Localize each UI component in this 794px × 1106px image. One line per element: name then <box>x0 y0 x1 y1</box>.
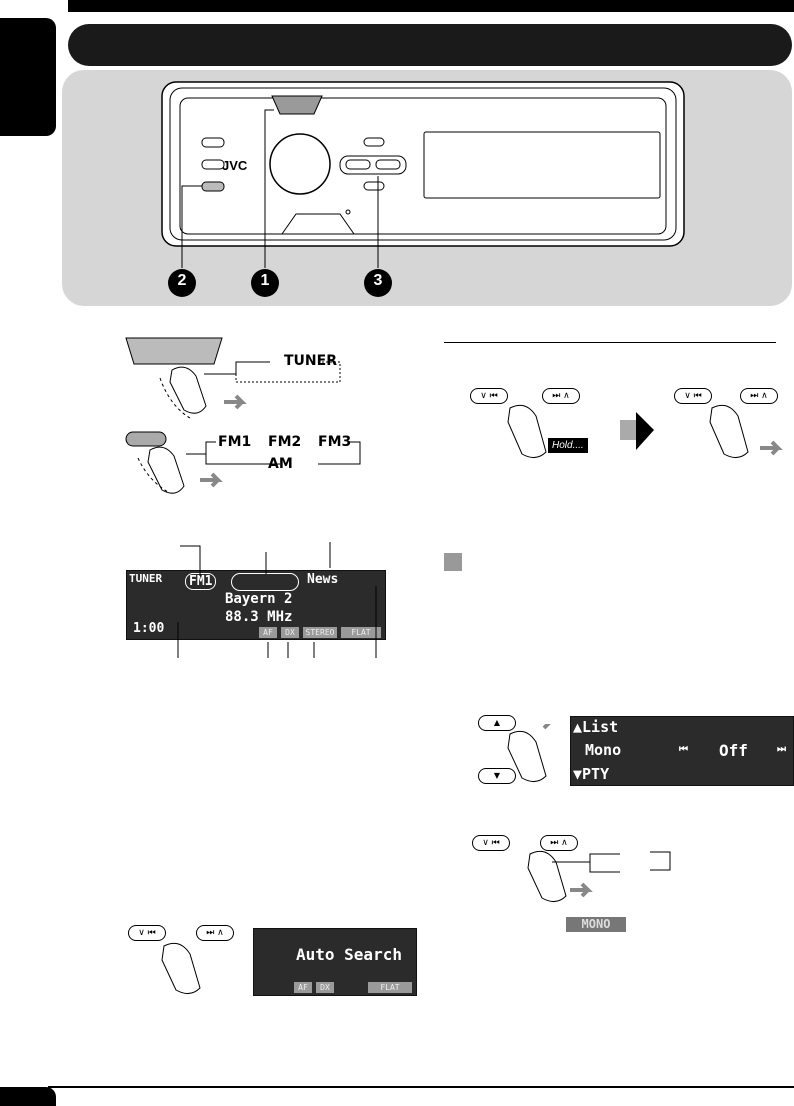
display-source: TUNER <box>129 572 163 585</box>
mono-finger-illustration <box>527 850 671 902</box>
auto-search-indicator-af: AF <box>294 982 312 993</box>
display-station-name-area <box>231 573 299 591</box>
mono-indicator: MONO <box>566 917 626 932</box>
auto-search-indicator-dx: DX <box>316 982 334 993</box>
finger-press-illustration <box>161 942 201 994</box>
tuner-display: TUNER FM1 News Bayern 2 88.3 MHz 1:00 AF… <box>126 570 386 640</box>
indicator-dx: DX <box>281 627 299 638</box>
menu-item-list: ▲List <box>573 718 619 736</box>
mono-seek-right-button[interactable]: ⏭ ∧ <box>540 835 578 851</box>
unit-illustration <box>161 81 685 297</box>
indicator-flat: FLAT <box>341 627 381 638</box>
top-rule <box>68 0 794 12</box>
flow-fm2: FM2 <box>268 434 302 450</box>
brand-logo: JVC <box>222 158 248 173</box>
page-number-tab <box>0 1087 56 1106</box>
then-arrow <box>620 412 654 450</box>
unit-panel: JVC 2 1 3 <box>62 70 792 306</box>
hold-finger-illustration <box>507 404 547 458</box>
hold-seek-left-button[interactable]: ∨ ⏮ <box>470 388 508 404</box>
release-seek-right-button[interactable]: ⏭ ∧ <box>740 388 778 404</box>
menu-item-pty: ▼PTY <box>573 765 610 783</box>
callout-1: 1 <box>260 272 270 289</box>
display-clock: 1:00 <box>133 621 165 636</box>
menu-value: Off <box>719 741 748 760</box>
hold-label: Hold.... <box>548 438 588 453</box>
section-title-bar <box>68 24 792 66</box>
section-divider <box>444 342 776 343</box>
indicator-af: AF <box>259 627 277 638</box>
next-value-icon: ⏭ <box>777 744 786 755</box>
auto-search-display: Auto Search AF DX FLAT <box>253 928 417 996</box>
callout-2: 2 <box>177 272 187 289</box>
flow-am: AM <box>268 456 293 472</box>
display-band: FM1 <box>185 573 217 590</box>
language-tab <box>0 18 56 136</box>
auto-search-indicator-flat: FLAT <box>368 982 412 993</box>
source-flow-illustration <box>125 337 341 419</box>
flow-fm1: FM1 <box>218 434 252 450</box>
flow-fm3: FM3 <box>318 434 352 450</box>
band-flow-illustration <box>125 431 361 494</box>
menu-finger-illustration <box>507 724 551 782</box>
menu-up-button[interactable]: ▲ <box>478 715 516 731</box>
callout-3: 3 <box>373 272 383 289</box>
flow-tuner: TUNER <box>284 353 337 369</box>
menu-display: ▲List Mono ▼PTY ⏮ Off ⏭ <box>570 716 794 786</box>
display-callout-lines <box>177 542 377 658</box>
seek-left-button[interactable]: ∨ ⏮ <box>128 925 166 941</box>
menu-item-mono: Mono <box>585 741 622 759</box>
indicator-stereo: STEREO <box>303 627 337 638</box>
step-square <box>444 553 462 571</box>
prev-value-icon: ⏮ <box>679 744 688 755</box>
seek-right-button[interactable]: ⏭ ∧ <box>196 925 234 941</box>
menu-down-button[interactable]: ▼ <box>478 768 516 784</box>
release-seek-left-button[interactable]: ∨ ⏮ <box>674 388 712 404</box>
display-pty: News <box>307 572 339 587</box>
mono-seek-left-button[interactable]: ∨ ⏮ <box>472 835 510 851</box>
release-finger-illustration <box>709 404 783 458</box>
display-frequency: 88.3 MHz <box>225 609 293 625</box>
display-station: Bayern 2 <box>225 591 293 607</box>
bottom-rule <box>48 1086 794 1088</box>
hold-seek-right-button[interactable]: ⏭ ∧ <box>542 388 580 404</box>
auto-search-text: Auto Search <box>296 945 402 964</box>
